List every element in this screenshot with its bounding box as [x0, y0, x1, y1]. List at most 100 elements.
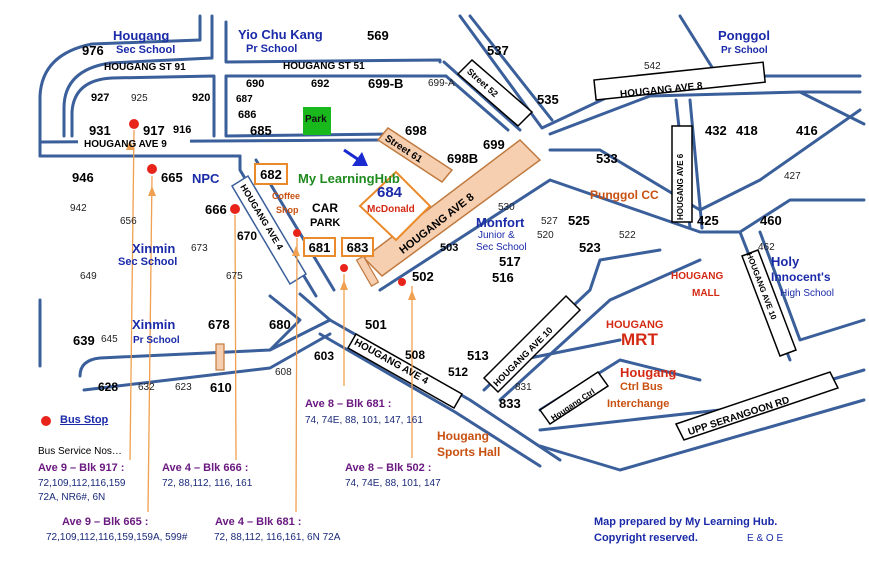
- block-label: 418: [736, 123, 758, 138]
- block-label: 698B: [447, 151, 479, 166]
- mcdonald-label: McDonald: [367, 204, 415, 215]
- block-label: 632: [138, 382, 155, 393]
- punggol-cc-label: Punggol CC: [590, 188, 659, 202]
- ave9-665-services: 72,109,112,116,159,159A, 599#: [46, 532, 188, 543]
- block-683-box: 683: [341, 237, 374, 257]
- block-label: 462: [758, 242, 775, 253]
- ave8-502-title: Ave 8 – Blk 502 :: [345, 462, 432, 474]
- hougang-ave-4-bottom-box: [346, 332, 464, 410]
- holy-innocents-label: Holy: [771, 254, 800, 269]
- upp-serangoon-box: [674, 371, 840, 441]
- block-label: 916: [173, 124, 192, 136]
- block-label: 680: [269, 317, 291, 332]
- hougang-ave-4-left-box: [230, 174, 308, 286]
- street-52-box: [456, 58, 534, 128]
- holy-innocents-label: Innocent's: [771, 270, 831, 284]
- xinmin-sec-label: Sec School: [118, 256, 178, 268]
- block-label: 675: [226, 271, 243, 282]
- block-label: 666: [205, 202, 227, 217]
- bus-stop-666-icon: [230, 204, 240, 214]
- block-label: 535: [537, 92, 559, 107]
- block-label: 692: [311, 78, 330, 90]
- hougang-ave-6-label: HOUGANG AVE 6: [676, 153, 685, 220]
- block-label: 512: [448, 365, 469, 379]
- ave4-666-title: Ave 4 – Blk 666 :: [162, 462, 249, 474]
- hougang-ctrl-box: [538, 370, 610, 426]
- npc-label: NPC: [192, 171, 220, 186]
- hougang-ave-8-top-box: [593, 61, 766, 101]
- yio-chu-kang-label: Pr School: [246, 43, 298, 55]
- block-label: 501: [365, 317, 387, 332]
- block-label: 678: [208, 317, 230, 332]
- block-label: 603: [314, 349, 335, 363]
- yio-chu-kang-label: Yio Chu Kang: [238, 27, 323, 42]
- block-label: 686: [238, 109, 257, 121]
- block-label: 920: [192, 92, 211, 104]
- bus-stop-legend-label: Bus Stop: [60, 414, 109, 426]
- monfort-label: Junior &: [478, 230, 515, 241]
- ave4-681-title: Ave 4 – Blk 681 :: [215, 516, 302, 528]
- block-label: 522: [619, 230, 636, 241]
- block-label: 687: [236, 94, 253, 105]
- sports-hall-label: Hougang: [437, 429, 489, 443]
- bus-stop-917-icon: [129, 119, 139, 129]
- block-label: 517: [499, 254, 521, 269]
- bus-interchange-label: Hougang: [620, 365, 677, 380]
- hougang-ave-10-box: [482, 294, 582, 394]
- xinmin-sec-label: Xinmin: [132, 241, 176, 256]
- block-label: 432: [705, 123, 727, 138]
- block-label: 502: [412, 269, 434, 284]
- block-label: 569: [367, 28, 389, 43]
- block-label: 665: [161, 170, 183, 185]
- block-label: 537: [487, 43, 509, 58]
- coffee-shop-label: Shop: [276, 205, 299, 215]
- crossing-marker: [355, 255, 380, 287]
- hougang-ave-6-box: [671, 125, 693, 223]
- park-marker: [303, 107, 331, 135]
- block-label: 942: [70, 203, 87, 214]
- bus-service-heading: Bus Service Nos…: [38, 446, 122, 457]
- block-label: 513: [467, 348, 489, 363]
- block-label: 917: [143, 123, 165, 138]
- holy-innocents-label: High School: [780, 288, 834, 299]
- pointer-lines: [129, 129, 413, 513]
- block-label: 503: [440, 242, 459, 254]
- eoe-label: E & O E: [747, 533, 784, 544]
- hougang-sec-school-label: Hougang: [113, 28, 170, 43]
- street-61-highlight: [376, 127, 454, 183]
- hougang-mrt-label: MRT: [621, 330, 658, 349]
- block-label: 416: [796, 123, 818, 138]
- block-label: 831: [515, 382, 532, 393]
- bus-stop-665-icon: [147, 164, 157, 174]
- block-label: 520: [537, 230, 554, 241]
- bus-interchange-label: Ctrl Bus: [620, 381, 663, 393]
- credit-line: Map prepared by My Learning Hub.: [594, 516, 778, 528]
- block-label: 699-B: [368, 76, 404, 91]
- block-label: 508: [405, 348, 426, 362]
- block-label: 673: [191, 243, 208, 254]
- hougang-mrt-label: HOUGANG: [606, 319, 664, 331]
- coffee-shop-label: Coffee: [272, 191, 301, 201]
- mcdonald-outline: [358, 170, 432, 242]
- block-label: 670: [237, 229, 258, 243]
- block-label: 946: [72, 170, 94, 185]
- hougang-ave-8-highlight: [362, 139, 542, 277]
- ave9-917-services: 72,109,112,116,159: [38, 478, 126, 489]
- hougang-mall-label: MALL: [692, 288, 720, 299]
- crossing-marker: [215, 343, 225, 371]
- ave9-665-title: Ave 9 – Blk 665 :: [62, 516, 149, 528]
- ave9-917-services: 72A, NR6#, 6N: [38, 492, 106, 503]
- block-label: 525: [568, 213, 590, 228]
- block-label: 649: [80, 271, 97, 282]
- car-park-label: CAR: [312, 201, 338, 215]
- block-label: 685: [250, 123, 272, 138]
- bus-stop-ave8-681-icon: [340, 264, 348, 272]
- block-label: 530: [498, 202, 515, 213]
- ave4-666-services: 72, 88,112, 116, 161: [162, 478, 253, 489]
- hougang-st-91-label: HOUGANG ST 91: [104, 62, 186, 73]
- ave8-502-services: 74, 74E, 88, 101, 147: [345, 478, 441, 489]
- ave8-681-services: 74, 74E, 88, 101, 147, 161: [305, 415, 423, 426]
- xinmin-pr-label: Xinmin: [132, 317, 176, 332]
- block-label: 690: [246, 78, 265, 90]
